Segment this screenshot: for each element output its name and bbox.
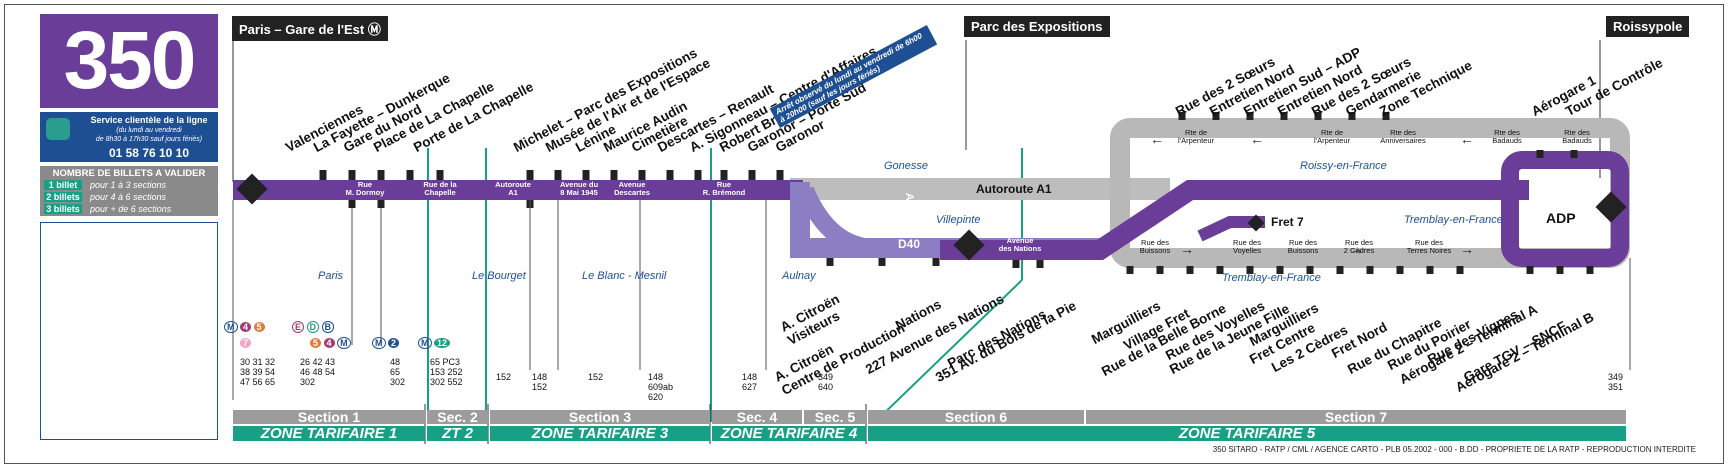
town-label: Roissy-en-France [1300,160,1387,172]
bus-connections: 148 609ab 620 [648,372,674,402]
town-label: Aulnay [782,270,816,282]
section-bar: Sec. 2 [427,410,488,424]
customer-service-box: Service clientèle de la ligne (du lundi … [40,112,218,162]
section-bar: Sec. 5 [804,410,866,424]
section-bar: Sec. 4 [712,410,802,424]
terminus-west: Paris – Gare de l'Est Ⓜ [232,16,388,41]
bus-connections: 152 [496,372,512,382]
bus-connections: 65 PC3 153 252 302 552 [430,357,463,387]
phone-icon [46,118,70,140]
town-label: Tremblay-en-France [1404,214,1503,226]
connection-badges: E D B [292,321,335,333]
zone-bar: ZT 2 [427,426,488,441]
service-phone[interactable]: 01 58 76 10 10 [108,146,190,160]
road-label: Rue R. Brémond [702,180,746,197]
adp-label: ADP [1546,210,1576,226]
bus-connections: 148 627 [742,372,758,392]
section-bar: Section 6 [868,410,1084,424]
road-label: Rue des Voyelles [1233,238,1261,255]
road-label: Rte de l'Arpenteur [1313,128,1351,145]
bus-connections: 349 351 [1608,372,1624,392]
road-label: Rue des Buissons [1139,238,1171,255]
town-label: Gonesse [884,160,929,172]
svg-text:→: → [1460,241,1474,257]
metro-icon: M [337,337,351,349]
road-label: Rue M. Dormoy [345,180,385,197]
section-bar: Section 3 [490,410,710,424]
service-hours: (du lundi au vendredi de 8h30 à 17h30 sa… [95,127,203,143]
metro-line-icon: 7 [240,338,252,348]
bus-connections: 30 31 32 38 39 54 47 56 65 [240,357,276,387]
road-label: Rue des Buissons [1287,238,1319,255]
town-label: Le Bourget [472,270,526,282]
metro-icon: M [372,337,386,349]
svg-text:←: ← [1150,131,1164,147]
zone-bar: ZONE TARIFAIRE 5 [868,426,1626,441]
section-bar: Section 1 [233,410,425,424]
connection-badges: 5 4 M [310,337,351,349]
autoroute-label: Autoroute A1 [976,182,1052,196]
svg-text:→: → [1180,241,1194,257]
terminus-east: Roissypole [1606,16,1690,37]
metro-line-icon: 4 [240,322,252,332]
zone-bar: ZONE TARIFAIRE 1 [233,426,425,441]
bus-connections: 148 152 [532,372,548,392]
road-label: Avenue du 8 Mai 1945 [559,180,599,197]
connection-badges: M 12 [418,337,451,349]
metro-line-icon: 12 [434,338,451,348]
road-label: Rte des Badauds [1492,128,1522,145]
town-label: Villepinte [936,214,981,226]
metro-line-icon: 2 [388,338,400,348]
road-label: Rte des Anniversaires [1380,128,1426,145]
svg-text:←: ← [1250,131,1264,147]
connection-badges: 7 [240,338,252,348]
town-label: Le Blanc - Mesnil [582,270,667,282]
metro-line-icon: 4 [323,338,335,348]
line-number: 350 [40,14,218,108]
svg-text:←: ← [1460,131,1474,147]
a104-label: A104 [903,192,916,220]
section-bar: Section 7 [1086,410,1626,424]
bus-connections: 349 640 [818,372,834,392]
connection-badges: M 4 5 [224,321,265,333]
bus-connections: 26 42 43 46 48 54 302 [300,357,336,387]
bus-connections: 152 [588,372,604,382]
rer-icon: B [321,321,335,333]
metro-icon: M [224,321,238,333]
road-label: Rue des Terres Noires [1406,238,1452,255]
footer-credit: 350 SITARO - RATP / CML / AGENCE CARTO -… [1212,445,1696,454]
fret7-label: Fret 7 [1268,215,1307,229]
town-label: Tremblay-en-France [1222,272,1321,284]
metro-line-icon: 5 [310,338,322,348]
metro-icon: M [418,337,432,349]
map-frame [4,4,1724,464]
rer-icon: D [306,321,320,333]
town-label: Paris [318,270,344,282]
road-label: Rte de l'Arpenteur [1177,128,1215,145]
road-label: Avenue Descartes [614,180,650,197]
info-box [40,222,218,440]
connection-badges: M 2 [372,337,400,349]
svg-text:→: → [1350,241,1364,257]
service-title: Service clientèle de la ligne [90,115,208,125]
rer-icon: E [292,321,305,333]
metro-line-icon: 5 [253,322,265,332]
d40-label: D40 [898,237,921,251]
terminus-middle: Parc des Expositions [964,16,1110,37]
zone-bar: ZONE TARIFAIRE 3 [490,426,710,441]
road-label: Autoroute A1 [495,180,531,197]
road-label: Rte des Badauds [1562,128,1592,145]
road-label: Avenue des Nations [998,236,1042,253]
road-label: Rue des 2 Cèdres [1343,238,1375,255]
ticket-table-title: NOMBRE DE BILLETS A VALIDER [52,168,206,179]
zone-bar: ZONE TARIFAIRE 4 [712,426,866,441]
bus-connections: 48 65 302 [390,357,406,387]
road-label: Rue de la Chapelle [423,180,457,197]
